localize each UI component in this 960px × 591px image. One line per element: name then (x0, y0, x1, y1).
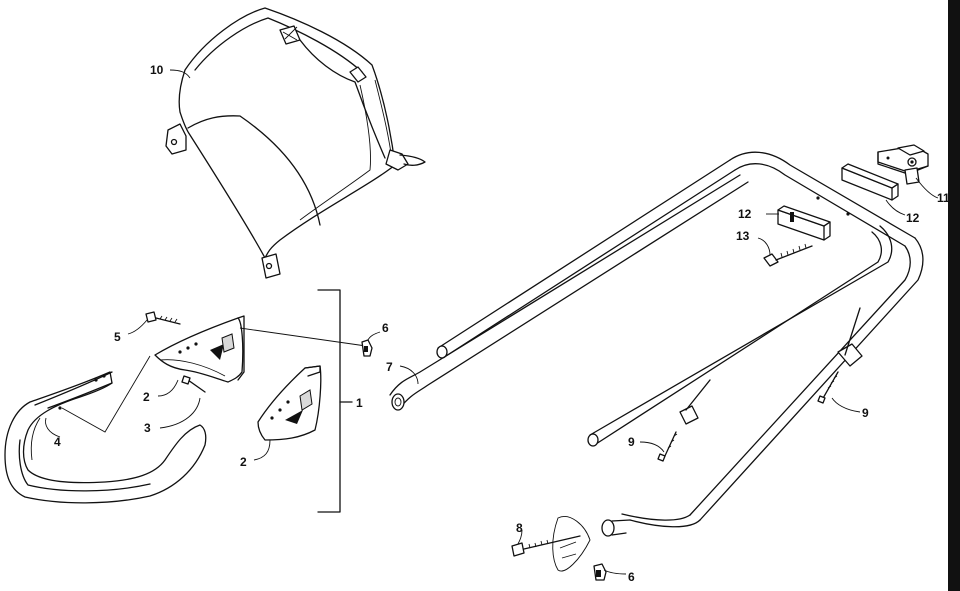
rivet-part-3 (181, 375, 206, 393)
leader-5 (127, 319, 148, 335)
callout-7: 7 (386, 360, 393, 374)
bolt-part-5 (145, 311, 181, 325)
plate-and-rivet-left (657, 379, 711, 462)
callout-2b: 2 (240, 455, 247, 469)
assembly-bracket-1 (317, 289, 341, 513)
mount-bracket-detail (559, 541, 577, 559)
plate-and-rivet-right (817, 307, 863, 404)
windshield-part (165, 7, 426, 279)
callout-5: 5 (114, 330, 121, 344)
callout-10: 10 (150, 63, 164, 77)
callout-8: 8 (516, 521, 523, 535)
leader-12b (885, 199, 906, 216)
leader-6a (367, 331, 381, 341)
bolt-part-8 (511, 535, 581, 557)
leader-9b (831, 397, 861, 413)
leader-4 (45, 417, 61, 438)
leader-2b (253, 439, 271, 461)
bolt-part-13 (763, 243, 813, 267)
tubular-frame-part (389, 151, 924, 537)
leader-2a (157, 379, 179, 397)
clip-part-6-upper (361, 339, 373, 357)
callout-12a: 12 (738, 207, 752, 221)
leader-6b (603, 569, 627, 575)
leader-11 (915, 177, 939, 199)
front-bumper-part (4, 371, 207, 504)
callout-2a: 2 (143, 390, 150, 404)
mount-bracket-ghost (552, 516, 591, 572)
mount-plate-lower (257, 365, 322, 441)
leader-bumper-bracket (61, 355, 151, 433)
channel-plate-upper (841, 163, 899, 201)
callout-6b: 6 (628, 570, 635, 584)
clip-part-6-lower (593, 563, 607, 581)
callout-11: 11 (937, 191, 950, 205)
leader-10 (169, 69, 191, 79)
callout-3: 3 (144, 421, 151, 435)
channel-plate-lower (777, 205, 831, 241)
mount-plate-upper (154, 315, 245, 383)
leader-3 (159, 397, 201, 429)
hinge-block-part-11 (877, 144, 929, 185)
callout-4: 4 (54, 435, 61, 449)
leader-8 (517, 529, 523, 545)
callout-1: 1 (356, 396, 363, 410)
callout-6a: 6 (382, 321, 389, 335)
alignment-line (239, 327, 367, 347)
callout-9a: 9 (628, 435, 635, 449)
callout-13: 13 (736, 229, 750, 243)
leader-7 (399, 365, 419, 385)
leader-13 (757, 237, 771, 256)
scan-edge-bar (948, 0, 960, 591)
callout-9b: 9 (862, 406, 869, 420)
leader-9a (639, 441, 665, 453)
callout-12b: 12 (906, 211, 920, 225)
